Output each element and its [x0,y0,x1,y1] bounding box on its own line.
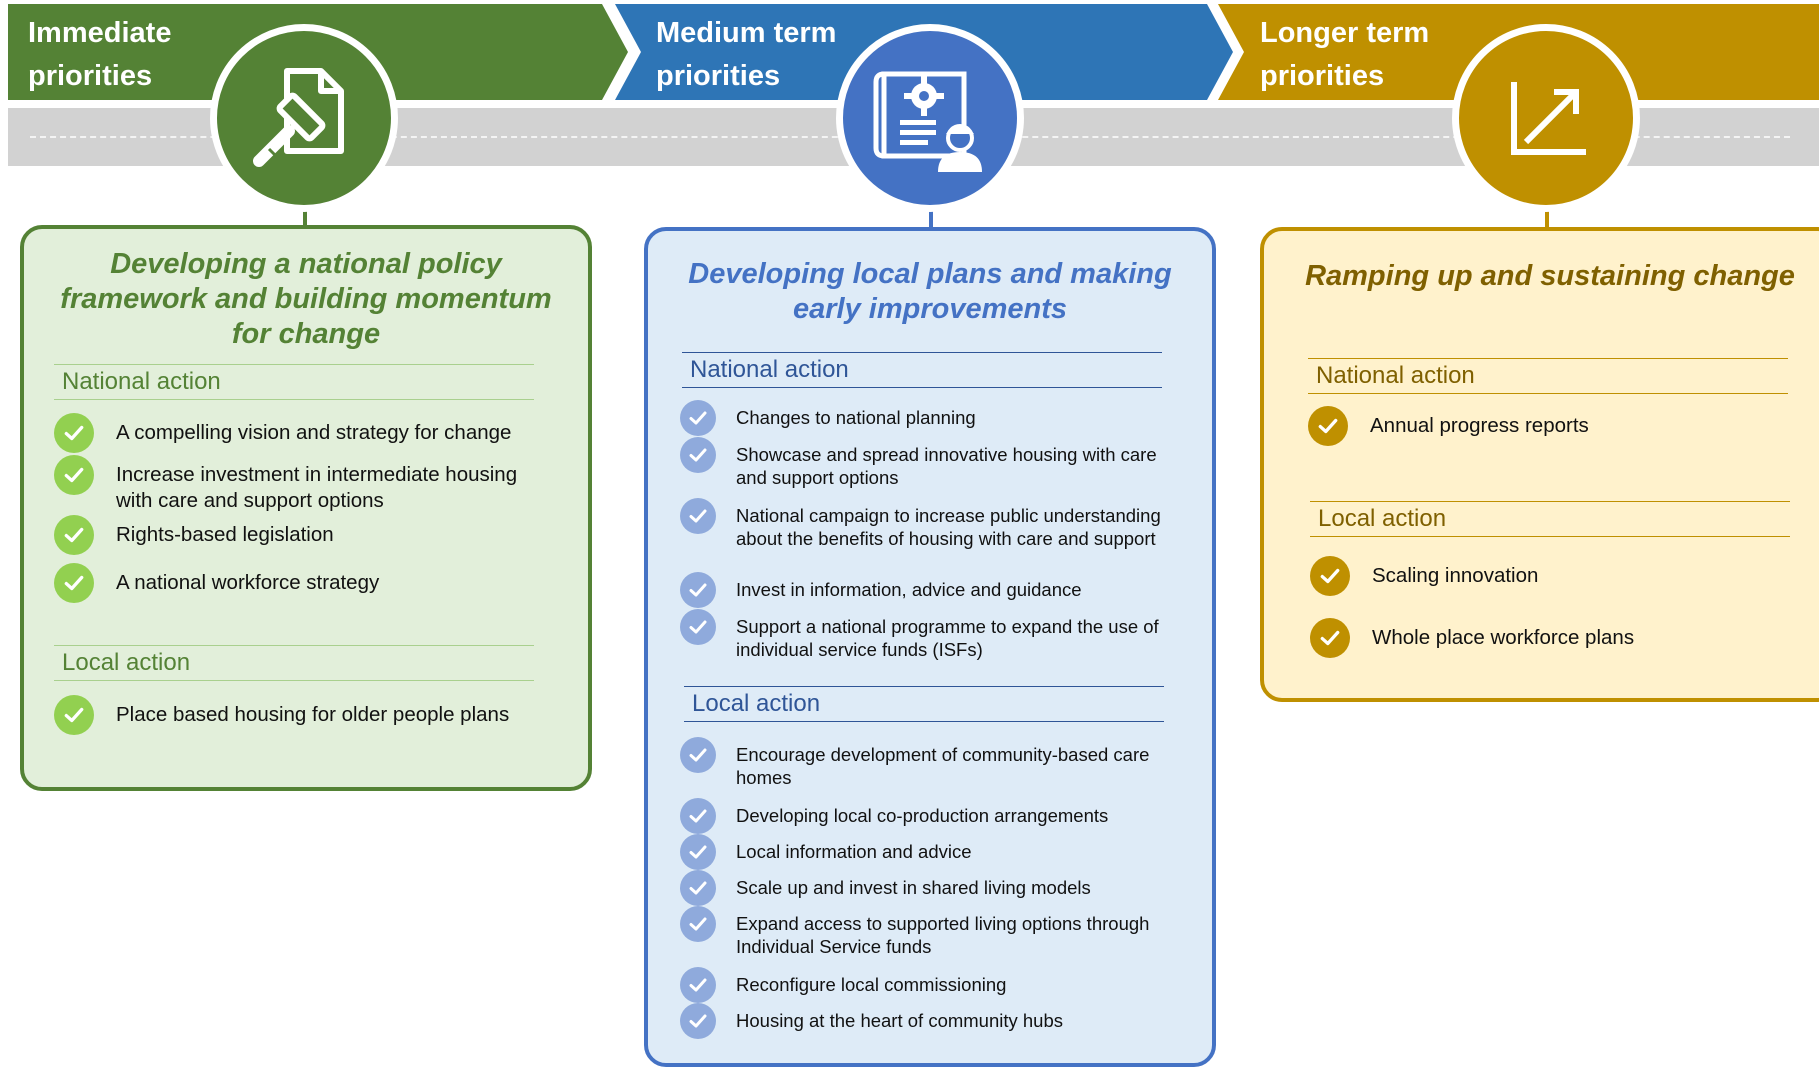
check-icon [680,798,716,834]
priority-banner [8,4,1819,100]
phase-panel-immediate: Developing a national policy framework a… [20,225,592,791]
checklist-item: A national workforce strategy [54,563,554,603]
phase-panel-longer: Ramping up and sustaining change Nationa… [1260,227,1819,702]
checklist-item: Rights-based legislation [54,515,554,555]
growth-arrow-icon [1511,82,1586,155]
checklist-item-text: Increase investment in intermediate hous… [116,463,518,512]
checklist-item: Whole place workforce plans [1310,618,1810,658]
checklist-item-text: Changes to national planning [736,407,976,428]
checklist-item-text: Reconfigure local commissioning [736,974,1007,995]
banner-immediate: Immediate priorities [6,4,606,100]
connector [1545,200,1549,230]
panel-title: Developing local plans and making early … [688,258,1172,325]
checklist-item-text: A compelling vision and strategy for cha… [116,421,512,444]
checklist-item-text: Local information and advice [736,841,972,862]
checklist-item-text: Place based housing for older people pla… [116,703,510,726]
checklist-item-text: Developing local co-production arrangeme… [736,805,1109,826]
check-icon [680,834,716,870]
banner-longer: Longer term priorities [1238,4,1798,100]
check-icon [680,737,716,773]
checklist-item: Encourage development of community-based… [680,737,1180,789]
banner-label: Immediate priorities [28,17,172,92]
national-action-heading: National action [1308,358,1788,394]
checklist-item-text: Scaling innovation [1372,564,1539,587]
check-icon [680,609,716,645]
check-icon [680,1003,716,1039]
panel-title: Developing a national policy framework a… [60,248,552,350]
checklist-item: Place based housing for older people pla… [54,695,554,735]
check-icon [1310,618,1350,658]
checklist-item: Reconfigure local commissioning [680,967,1180,1003]
check-icon [680,967,716,1003]
checklist-item-text: Rights-based legislation [116,523,334,546]
checklist-item-text: Whole place workforce plans [1372,626,1635,649]
checklist-item-text: Annual progress reports [1370,414,1589,437]
checklist-item: Scale up and invest in shared living mod… [680,870,1180,906]
check-icon [680,870,716,906]
checklist-item: Expand access to supported living option… [680,906,1180,958]
checklist-item: National campaign to increase public und… [680,498,1180,550]
checklist-item: Invest in information, advice and guidan… [680,572,1180,608]
checklist-item-text: Invest in information, advice and guidan… [736,579,1082,600]
checklist-item: Showcase and spread innovative housing w… [680,437,1180,489]
checklist-item-text: Scale up and invest in shared living mod… [736,877,1091,898]
phase-icon-immediate [210,24,398,212]
check-icon [54,695,94,735]
check-icon [680,572,716,608]
checklist-item-text: Support a national programme to expand t… [736,616,1159,660]
checklist-item: Local information and advice [680,834,1180,870]
checklist-item: Annual progress reports [1308,406,1808,446]
checklist-item-text: Expand access to supported living option… [736,913,1150,957]
checklist-item: Scaling innovation [1310,556,1810,596]
check-icon [54,563,94,603]
checklist-item-text: Showcase and spread innovative housing w… [736,444,1157,488]
checklist-item-text: A national workforce strategy [116,571,380,594]
connector [303,200,307,228]
local-action-heading: Local action [1310,501,1790,537]
national-action-heading: National action [54,364,534,400]
local-action-heading: Local action [684,686,1164,722]
checklist-item-text: Housing at the heart of community hubs [736,1010,1064,1031]
phase-icon-longer [1452,24,1640,212]
phase-panel-medium: Developing local plans and making early … [644,227,1216,1067]
national-action-heading: National action [682,352,1162,388]
check-icon [1308,406,1348,446]
phase-icon-medium [836,24,1024,212]
check-icon [680,498,716,534]
connector [929,200,933,230]
banner-medium: Medium term priorities [634,4,1214,100]
legislation-gavel-icon [253,68,344,167]
check-icon [1310,556,1350,596]
checklist-item: Support a national programme to expand t… [680,609,1180,661]
banner-label: Medium term priorities [656,17,837,92]
planning-engineer-icon [873,71,982,172]
check-icon [680,437,716,473]
checklist-item-text: Encourage development of community-based… [736,744,1150,788]
banner-label: Longer term priorities [1260,17,1430,92]
check-icon [54,455,94,495]
checklist-item: A compelling vision and strategy for cha… [54,413,554,453]
checklist-item: Changes to national planning [680,400,1180,436]
panel-title: Ramping up and sustaining change [1305,260,1795,292]
checklist-item: Housing at the heart of community hubs [680,1003,1180,1039]
checklist-item: Increase investment in intermediate hous… [54,455,554,514]
local-action-heading: Local action [54,645,534,681]
check-icon [680,906,716,942]
checklist-item-text: National campaign to increase public und… [736,505,1161,549]
checklist-item: Developing local co-production arrangeme… [680,798,1180,834]
check-icon [680,400,716,436]
check-icon [54,515,94,555]
check-icon [54,413,94,453]
